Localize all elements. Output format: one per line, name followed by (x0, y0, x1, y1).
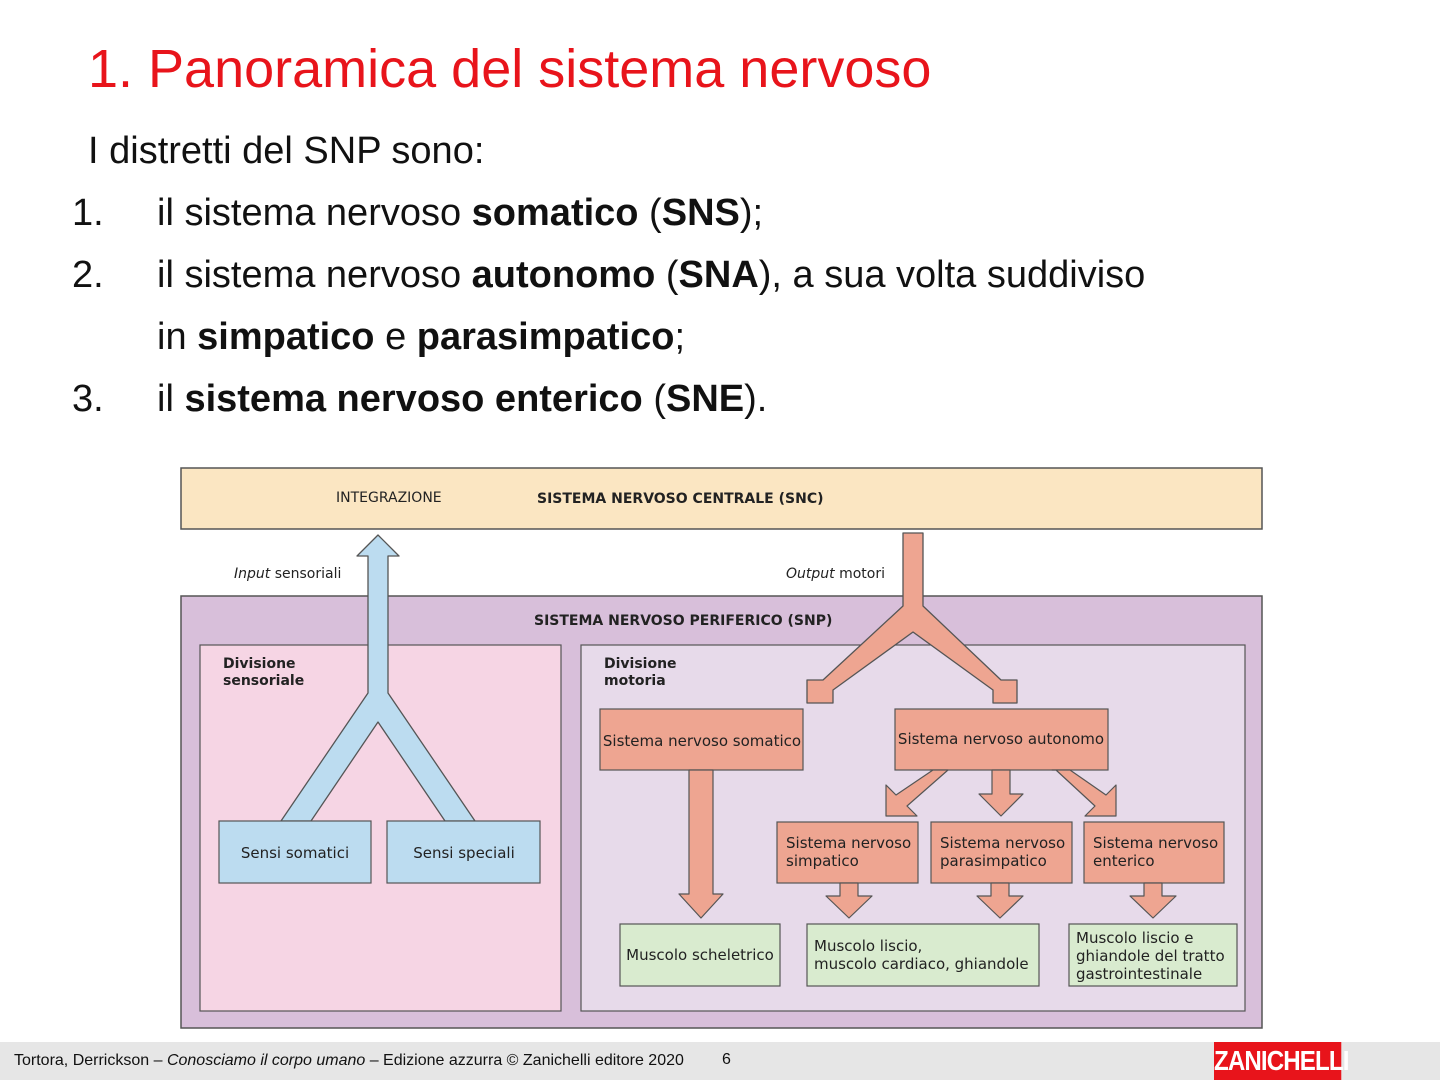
autonomo-to-simpatico-arrow (885, 769, 949, 817)
list-bold: simpatico (197, 316, 375, 358)
list-item-2-continued: in simpatico e parasimpatico; (157, 316, 685, 359)
sistema-autonomo-label: Sistema nervoso autonomo (898, 730, 1104, 748)
sensi-speciali-box (386, 820, 541, 884)
sensory-division-label-1: Divisione (223, 656, 296, 672)
list-text: ( (655, 254, 679, 296)
list-text: ), a sua volta suddiviso (758, 254, 1146, 296)
list-text: ( (642, 378, 666, 420)
sensi-somatici-label: Sensi somatici (241, 844, 349, 862)
snc-label: SISTEMA NERVOSO CENTRALE (SNC) (537, 491, 824, 507)
muscolo-gastro-label-3: gastrointestinale (1076, 965, 1202, 983)
list-bold: autonomo (471, 254, 656, 296)
list-item-3: il sistema nervoso enterico (SNE). (157, 378, 767, 421)
simpatico-label-1: Sistema nervoso (786, 834, 911, 852)
simpatico-box (776, 821, 919, 884)
list-bold: somatico (471, 192, 639, 234)
autonomo-to-enterico-arrow (1051, 769, 1117, 817)
autonomo-to-parasimpatico-arrow (978, 769, 1024, 817)
enterico-label-2: enterico (1093, 852, 1155, 870)
enterico-box (1083, 821, 1225, 884)
muscolo-liscio-box (806, 923, 1040, 987)
list-text: e (374, 316, 417, 358)
sensi-speciali-label: Sensi speciali (413, 844, 515, 862)
footer-book-title: Conosciamo il corpo umano (166, 1052, 366, 1069)
output-label: Output motori (786, 566, 885, 582)
snc-box (180, 467, 1263, 530)
sensory-division-label-2: sensoriale (223, 673, 304, 689)
list-bold: SNE (665, 378, 745, 420)
muscolo-scheletrico-label: Muscolo scheletrico (626, 946, 774, 964)
muscolo-gastro-box (1068, 923, 1238, 987)
muscolo-gastro-label-2: ghiandole del tratto (1076, 947, 1225, 965)
sistema-autonomo-box (894, 708, 1109, 771)
list-item-2: il sistema nervoso autonomo (SNA), a sua… (157, 254, 1145, 297)
motor-division-label-2: motoria (604, 673, 666, 689)
footer-citation: Tortora, Derrickson – Conosciamo il corp… (14, 1052, 684, 1070)
slide-intro: I distretti del SNP sono: (88, 130, 485, 172)
muscolo-liscio-label-2: muscolo cardiaco, ghiandole (814, 955, 1029, 973)
footer-authors: Tortora, Derrickson – (14, 1052, 167, 1069)
list-text: ). (744, 378, 768, 420)
list-bold: SNS (661, 192, 740, 234)
input-label: Input sensoriali (234, 566, 341, 582)
list-text: ( (638, 192, 662, 234)
list-text: il sistema nervoso (157, 254, 472, 296)
list-text: in (157, 316, 198, 358)
enterico-to-effector-arrow (1129, 882, 1177, 919)
list-number-1: 1. (72, 192, 104, 234)
page-number: 6 (722, 1051, 731, 1068)
muscolo-liscio-label-1: Muscolo liscio, (814, 937, 922, 955)
list-bold: parasimpatico (416, 316, 675, 358)
somatico-to-muscolo-arrow (678, 769, 724, 919)
sistema-somatico-label: Sistema nervoso somatico (603, 732, 801, 750)
footer-edition: – Edizione azzurra © Zanichelli editore … (365, 1052, 684, 1069)
list-text: ); (739, 192, 764, 234)
list-text: il (157, 378, 185, 420)
snp-label: SISTEMA NERVOSO PERIFERICO (SNP) (534, 613, 832, 629)
sistema-somatico-box (599, 708, 804, 771)
list-number-2: 2. (72, 254, 104, 296)
parasimpatico-label-1: Sistema nervoso (940, 834, 1065, 852)
list-bold: SNA (678, 254, 759, 296)
zanichelli-logo: ZANICHELLI (1214, 1042, 1349, 1080)
list-bold: sistema nervoso enterico (184, 378, 643, 420)
sensi-somatici-box (218, 820, 372, 884)
list-item-1: il sistema nervoso somatico (SNS); (157, 192, 763, 235)
list-number-3: 3. (72, 378, 104, 420)
footer-bar: Tortora, Derrickson – Conosciamo il corp… (0, 1042, 1440, 1080)
list-text: ; (674, 316, 685, 358)
simpatico-to-effector-arrow (825, 882, 873, 919)
motor-output-arrow (806, 532, 1018, 704)
motor-division-label-1: Divisione (604, 656, 677, 672)
enterico-label-1: Sistema nervoso (1093, 834, 1218, 852)
slide-title: 1. Panoramica del sistema nervoso (88, 39, 932, 99)
list-text: il sistema nervoso (157, 192, 472, 234)
integrazione-label: INTEGRAZIONE (336, 490, 442, 506)
simpatico-label-2: simpatico (786, 852, 859, 870)
parasimpatico-label-2: parasimpatico (940, 852, 1047, 870)
parasimpatico-to-effector-arrow (976, 882, 1024, 919)
parasimpatico-box (930, 821, 1073, 884)
muscolo-gastro-label-1: Muscolo liscio e (1076, 929, 1194, 947)
muscolo-scheletrico-box (619, 923, 781, 987)
